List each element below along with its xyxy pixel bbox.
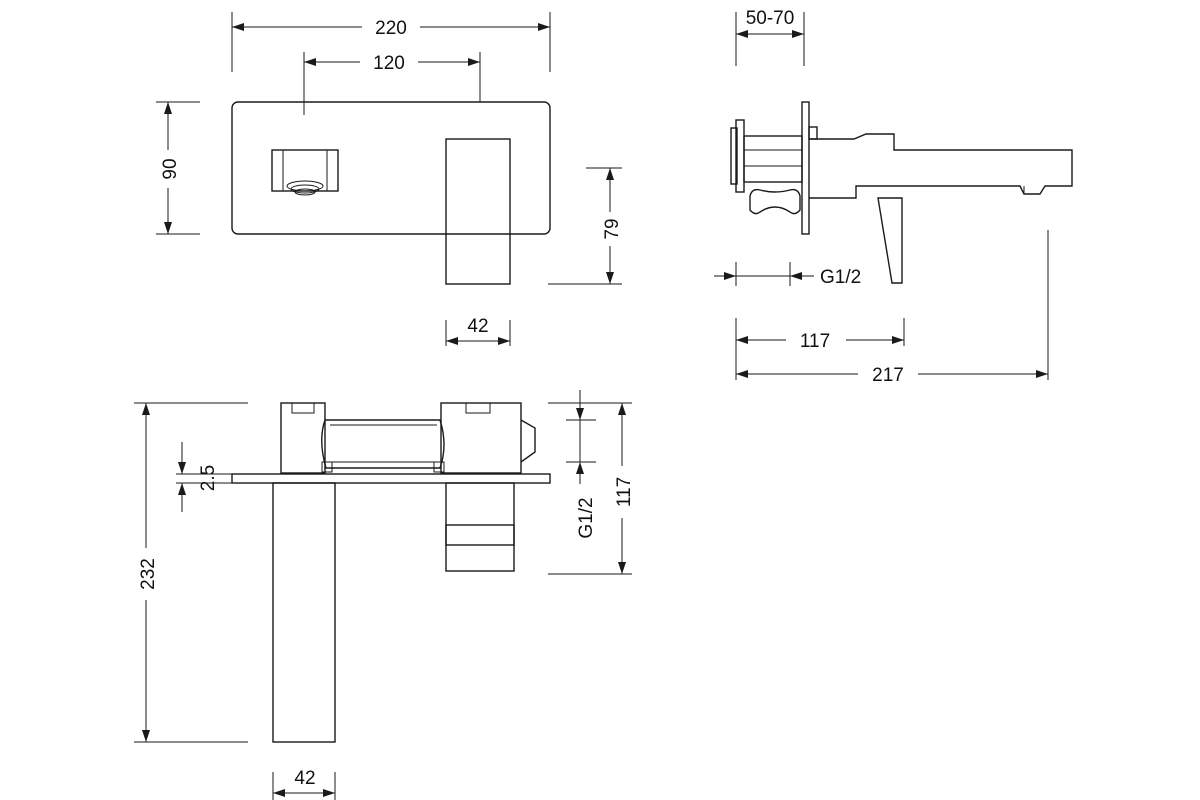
dim-front-spout-drop bbox=[548, 167, 622, 285]
label-top-spout-width: 42 bbox=[294, 768, 315, 789]
front-view: 220 120 90 79 bbox=[156, 12, 623, 346]
side-spout bbox=[809, 133, 1073, 199]
label-side-thread: G1/2 bbox=[820, 267, 861, 288]
label-top-thread: G1/2 bbox=[576, 497, 597, 538]
top-valve-thread bbox=[445, 482, 515, 572]
dim-top-thread bbox=[566, 390, 596, 484]
dim-side-mixer-depth bbox=[735, 318, 905, 346]
dim-side-total-depth bbox=[735, 230, 1049, 380]
dim-front-width bbox=[231, 12, 551, 72]
dim-side-wall-range bbox=[735, 12, 805, 66]
top-spout bbox=[272, 482, 336, 743]
dim-front-spout-width bbox=[445, 320, 511, 346]
top-view: 2.5 232 42 G1/ bbox=[134, 390, 635, 800]
top-cover-plate bbox=[231, 473, 551, 484]
dim-side-thread bbox=[714, 262, 814, 286]
front-handle-outlet bbox=[271, 149, 339, 196]
dim-top-mixer-depth bbox=[548, 402, 632, 575]
dim-front-height bbox=[156, 101, 200, 235]
dim-top-plate-thickness bbox=[176, 442, 244, 512]
side-wall-plate bbox=[801, 101, 810, 235]
label-top-plate-thickness: 2.5 bbox=[198, 465, 219, 491]
side-cover-bracket bbox=[808, 126, 818, 140]
label-side-total-depth: 217 bbox=[872, 365, 904, 386]
side-mixer-body bbox=[730, 119, 803, 215]
dim-top-spout-width bbox=[272, 772, 336, 800]
front-cover-plate bbox=[231, 101, 551, 235]
side-handle bbox=[877, 197, 903, 284]
label-side-wall-range: 50-70 bbox=[746, 8, 795, 29]
label-front-spout-drop: 79 bbox=[602, 218, 623, 239]
label-front-height: 90 bbox=[160, 158, 181, 179]
dim-top-total-length bbox=[134, 402, 248, 743]
side-view: 50-70 G1/2 117 bbox=[714, 8, 1073, 386]
dim-front-center-spacing bbox=[303, 52, 481, 115]
top-mixer-body bbox=[280, 402, 536, 474]
label-top-total-length: 232 bbox=[138, 558, 159, 590]
label-front-center-spacing: 120 bbox=[373, 53, 405, 74]
label-top-mixer-depth: 117 bbox=[614, 477, 635, 507]
label-side-mixer-depth: 117 bbox=[800, 331, 830, 352]
label-front-width: 220 bbox=[375, 18, 407, 39]
label-front-spout-width: 42 bbox=[467, 316, 488, 337]
front-spout bbox=[445, 138, 511, 285]
